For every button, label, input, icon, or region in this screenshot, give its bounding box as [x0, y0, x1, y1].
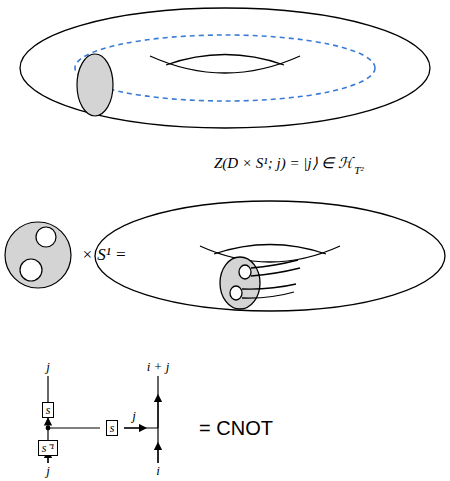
gate-box: s⁻¹ — [38, 440, 58, 456]
core-loop — [75, 35, 375, 101]
gate-box: s — [42, 402, 55, 418]
wire-label: j — [46, 360, 50, 374]
product-text: × S¹ = — [81, 246, 126, 265]
formula-text: Z(D × S¹; j) = |j⟩ ∈ ℋ — [214, 155, 353, 172]
wire-label: j — [132, 409, 136, 423]
solid-torus — [20, 8, 430, 128]
torus-with-tubes — [95, 201, 445, 311]
gate-name: = CNOT — [199, 417, 273, 439]
circuit-wires — [46, 376, 158, 463]
wire — [47, 418, 48, 440]
wire-label: i + j — [147, 360, 170, 374]
gate-label: s — [110, 421, 115, 435]
formula-text: T² — [354, 164, 363, 176]
wire-label: j — [46, 464, 50, 478]
gate-box: s — [106, 420, 119, 436]
gate-label: s⁻¹ — [42, 441, 54, 455]
gate-label: s — [46, 403, 51, 417]
wire-label: i — [156, 464, 160, 478]
meridian-disc — [77, 54, 113, 116]
punctured-disc — [5, 222, 71, 288]
